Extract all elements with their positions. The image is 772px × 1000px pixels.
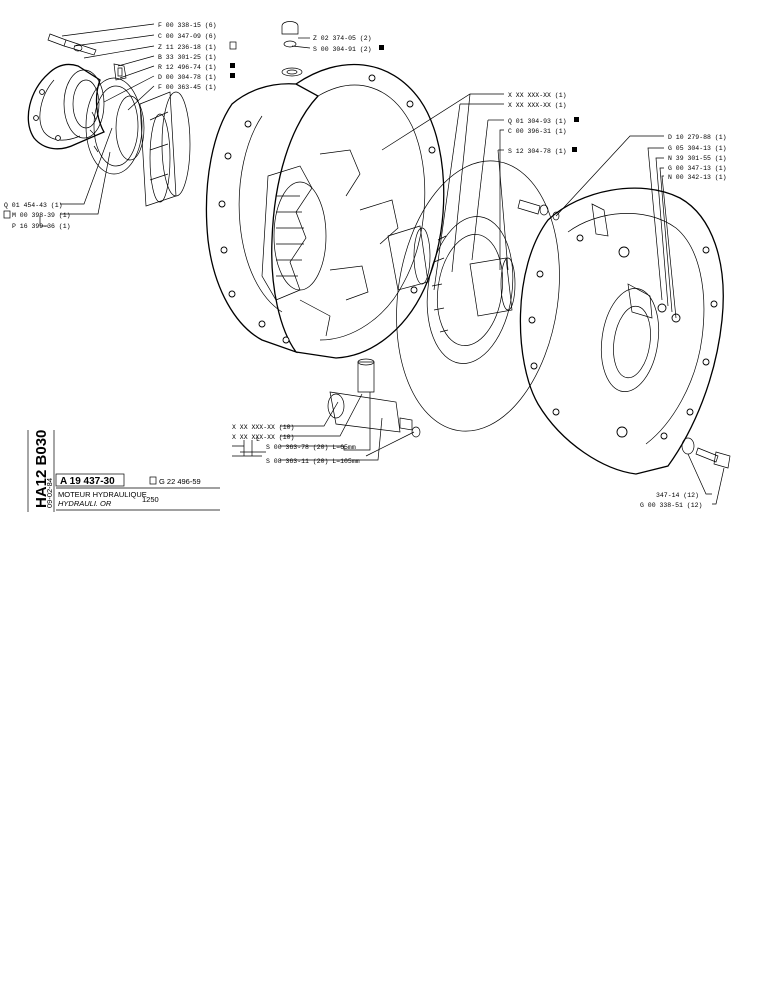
left-end-cap [27, 63, 105, 150]
callout-label: Z 11 236-18 (1) [158, 44, 217, 51]
cam-ring [261, 149, 399, 337]
callout-label: S 00 304-91 (2) [313, 46, 372, 53]
bolt-right [681, 437, 731, 469]
top-cap [281, 21, 299, 48]
callout-label: G 00 338-51 (12) [640, 502, 702, 509]
callout-label: D 00 304-78 (1) [158, 74, 217, 81]
snap-ring-assembly [85, 77, 145, 175]
bolt-small-top-left [47, 33, 97, 56]
exploded-parts-diagram: L F 00 338- [3, 21, 731, 512]
dimension-letter: L [256, 436, 260, 443]
callout-label: F 00 363-45 (1) [158, 84, 217, 91]
callout-label: P 16 399-36 (1) [12, 223, 71, 230]
callout-label: D 10 279-88 (1) [668, 134, 727, 141]
callout-label: X XX XXX-XX (1) [508, 102, 567, 109]
title-block: HA12 B030 09-02-84 A 19 437-30 G 22 496-… [27, 430, 220, 512]
sheet-date: 09-02-84 [45, 478, 54, 508]
callout-label: X XX XXX-XX (1) [508, 92, 567, 99]
callout-label: M 00 398-39 (1) [12, 212, 71, 219]
callout-label: B 33 301-25 (1) [158, 54, 217, 61]
callout-label: S 12 304-78 (1) [508, 148, 567, 155]
title-suffix: OR [100, 499, 112, 508]
callout-label: F 00 338-15 (6) [158, 22, 217, 29]
shaft-bearing-left [139, 91, 191, 207]
inner-shaft [387, 225, 516, 317]
title-french: MOTEUR HYDRAULIQUE [58, 490, 147, 499]
seal-ring-r [113, 63, 127, 81]
callout-label: R 12 496-74 (1) [158, 64, 217, 71]
small-plug [517, 199, 560, 221]
callout-label: N 39 301-55 (1) [668, 155, 727, 162]
title-german: HYDRAULI. [58, 499, 98, 508]
callout-label: X XX XXX-XX (10) [232, 434, 294, 441]
callout-label: 347-14 (12) [656, 492, 699, 499]
reference-number: G 22 496-59 [159, 477, 201, 486]
part-callouts: F 00 338-15 (6) C 00 347-09 (6) Z 11 236… [3, 22, 727, 509]
valve-disk [396, 160, 560, 432]
callout-label: C 00 396-31 (1) [508, 128, 567, 135]
main-housing [205, 63, 445, 359]
right-cover [519, 187, 724, 475]
callout-label: N 00 342-13 (1) [668, 174, 727, 181]
banjo-fitting [327, 358, 421, 438]
leader-lines [39, 23, 725, 505]
sheet-code: HA12 B030 [33, 430, 50, 508]
callout-label: S 00 363-78 (20) L=65mm [266, 444, 356, 451]
callout-label: X XX XXX-XX (10) [232, 424, 294, 431]
callout-label: S 08 363-11 (20) L=105mm [266, 458, 360, 465]
callout-label: G 05 304-13 (1) [668, 145, 727, 152]
callout-label: G 00 347-13 (1) [668, 165, 727, 172]
callout-label: Z 02 374-05 (2) [313, 35, 372, 42]
dimension-symbol: L [232, 436, 266, 457]
callout-label: C 00 347-09 (6) [158, 33, 217, 40]
callout-label: Q 01 454-43 (1) [4, 202, 63, 209]
callout-label: Q 01 304-93 (1) [508, 118, 567, 125]
model-number: 1250 [142, 495, 159, 504]
part-number: A 19 437-30 [60, 476, 115, 487]
